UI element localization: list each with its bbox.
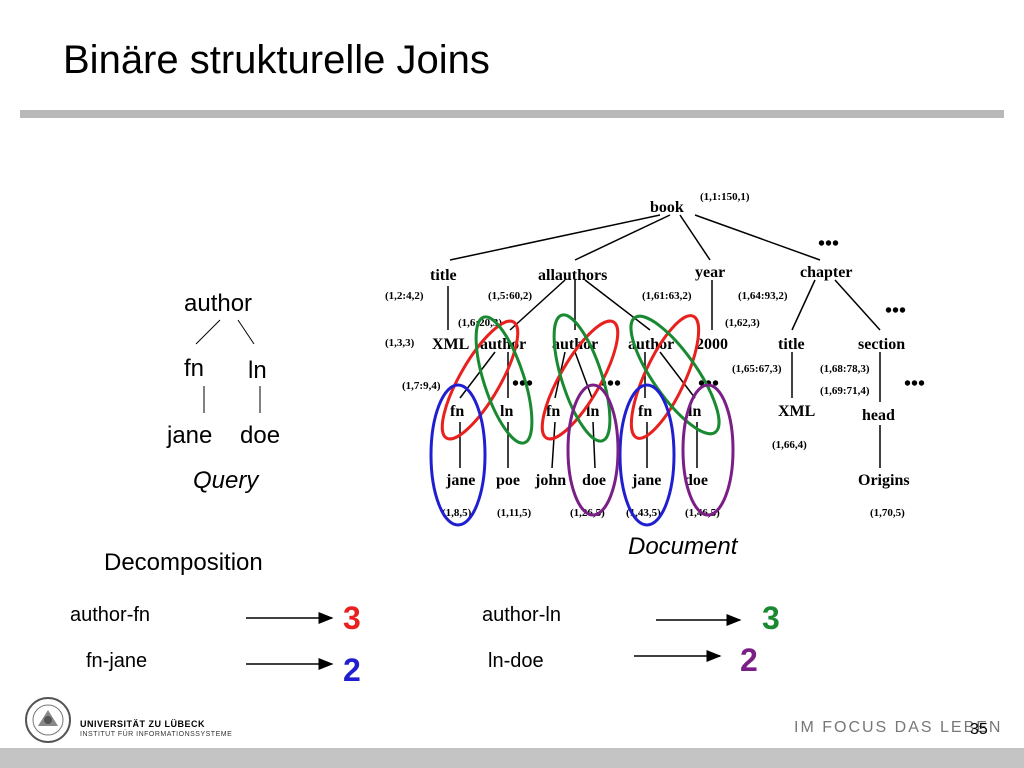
doc-node-section: section bbox=[858, 336, 905, 353]
highlight-author-ln-1 bbox=[474, 315, 534, 445]
doc-label-chapter-title: (1,65:67,3) bbox=[732, 363, 782, 375]
page-number: 35 bbox=[970, 721, 988, 738]
decomposition-arrows bbox=[246, 612, 742, 670]
query-root-author: author bbox=[184, 290, 253, 317]
decomp-label-author-ln: author-ln bbox=[482, 604, 561, 626]
count-author-fn: 3 bbox=[343, 600, 361, 636]
highlight-author-ln-2 bbox=[552, 313, 612, 443]
doc-label-year-val: (1,62,3) bbox=[725, 317, 760, 329]
university-name: UNIVERSITÄT ZU LÜBECK bbox=[80, 719, 205, 729]
doc-label-jane1: (1,8,5) bbox=[442, 507, 472, 519]
decomposition-heading: Decomposition bbox=[104, 549, 263, 576]
doc-node-doe-2: doe bbox=[684, 472, 708, 489]
university-seal-icon bbox=[25, 697, 71, 743]
doc-label-xml: (1,3,3) bbox=[385, 337, 415, 349]
doc-node-xml: XML bbox=[432, 336, 469, 353]
doc-label-book: (1,1:150,1) bbox=[700, 191, 750, 203]
university-slogan: IM FOCUS DAS LEBEN bbox=[794, 719, 1003, 736]
query-edges bbox=[195, 319, 261, 413]
doc-label-allauthors: (1,5:60,2) bbox=[488, 290, 532, 302]
doc-label-year: (1,61:63,2) bbox=[642, 290, 692, 302]
doc-node-john: john bbox=[534, 472, 566, 489]
doc-label-fn1: (1,7:9,4) bbox=[402, 380, 441, 392]
doc-label-origins: (1,70,5) bbox=[870, 507, 905, 519]
doc-node-allauthors: allauthors bbox=[538, 267, 607, 284]
doc-node-poe: poe bbox=[496, 472, 520, 489]
decomp-label-ln-doe: ln-doe bbox=[488, 650, 544, 672]
decomp-label-author-fn: author-fn bbox=[70, 604, 151, 626]
doc-node-2000: 2000 bbox=[696, 336, 728, 353]
slide-title: Binäre strukturelle Joins bbox=[63, 38, 490, 82]
doc-node-ln-1: ln bbox=[500, 403, 513, 420]
doc-ellipsis-2: ••• bbox=[885, 300, 906, 322]
doc-node-chapter: chapter bbox=[800, 264, 852, 281]
doc-label-head: (1,69:71,4) bbox=[820, 385, 870, 397]
decomp-label-fn-jane: fn-jane bbox=[86, 650, 148, 672]
count-ln-doe: 2 bbox=[740, 642, 758, 678]
count-author-ln: 3 bbox=[762, 600, 780, 636]
doc-node-ln-2: ln bbox=[586, 403, 599, 420]
doc-node-fn-2: fn bbox=[546, 403, 560, 420]
query-caption: Query bbox=[193, 467, 259, 494]
doc-node-jane-2: jane bbox=[631, 472, 661, 489]
institute-name: INSTITUT FÜR INFORMATIONSSYSTEME bbox=[80, 731, 233, 738]
document-tree: book title allauthors year chapter XML a… bbox=[385, 191, 925, 527]
query-fn: fn bbox=[184, 355, 205, 382]
query-doe: doe bbox=[240, 422, 281, 449]
doc-ellipsis-1: ••• bbox=[818, 233, 839, 255]
highlight-author-fn-1 bbox=[440, 319, 520, 441]
doc-node-year: year bbox=[695, 264, 725, 281]
count-fn-jane: 2 bbox=[343, 652, 361, 688]
doc-node-title: title bbox=[430, 267, 457, 284]
query-jane: jane bbox=[167, 422, 213, 449]
document-caption: Document bbox=[628, 533, 738, 560]
highlight-ln-doe-2 bbox=[681, 383, 735, 517]
query-ln: ln bbox=[248, 357, 267, 384]
doc-node-doe-1: doe bbox=[582, 472, 606, 489]
footer-bar bbox=[0, 748, 1024, 768]
doc-node-chapter-title: title bbox=[778, 336, 805, 353]
doc-label-title: (1,2:4,2) bbox=[385, 290, 424, 302]
highlight-author-fn-2 bbox=[540, 319, 620, 441]
doc-node-xml-2: XML bbox=[778, 403, 815, 420]
doc-node-head: head bbox=[862, 407, 895, 424]
doc-label-chapter: (1,64:93,2) bbox=[738, 290, 788, 302]
highlight-fn-jane-1 bbox=[429, 383, 487, 527]
highlight-fn-jane-2 bbox=[618, 383, 676, 527]
doc-node-book: book bbox=[650, 199, 684, 216]
title-divider bbox=[20, 110, 1004, 118]
doc-label-xml2: (1,66,4) bbox=[772, 439, 807, 451]
highlight-author-ln-3 bbox=[629, 314, 721, 436]
doc-node-jane-1: jane bbox=[445, 472, 475, 489]
doc-label-poe: (1,11,5) bbox=[497, 507, 532, 519]
doc-node-fn-3: fn bbox=[638, 403, 652, 420]
doc-label-section: (1,68:78,3) bbox=[820, 363, 870, 375]
doc-node-origins: Origins bbox=[858, 472, 910, 489]
doc-ellipsis-3: ••• bbox=[904, 373, 925, 395]
highlight-author-fn-3 bbox=[629, 314, 701, 440]
highlight-ln-doe-1 bbox=[566, 383, 620, 517]
doc-node-ln-3: ln bbox=[688, 403, 701, 420]
doc-node-fn-1: fn bbox=[450, 403, 464, 420]
